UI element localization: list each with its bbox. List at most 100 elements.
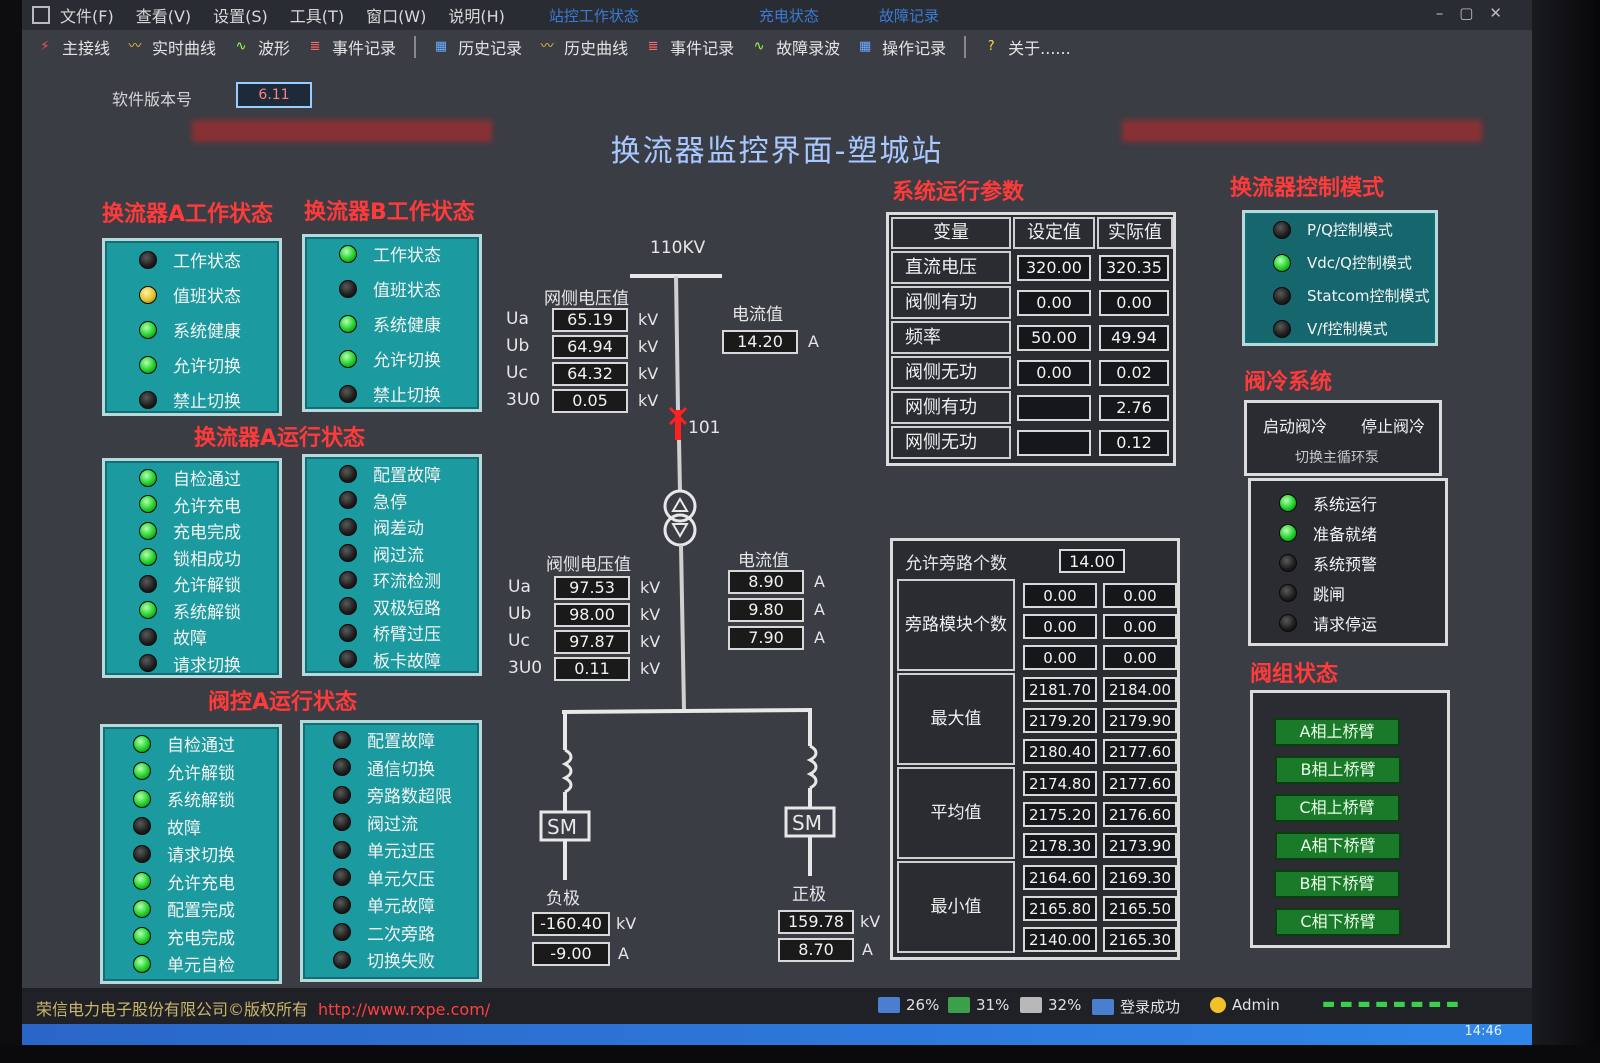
toolbar-operation-log[interactable]: ▦操作记录 <box>854 35 946 59</box>
status-label: 板卡故障 <box>373 651 441 672</box>
phase-label: Ua <box>508 577 531 597</box>
valve-cooling-title: 阀冷系统 <box>1244 370 1333 395</box>
measurement-value: 65.19 <box>552 308 628 332</box>
bypass-value: 2178.30 <box>1023 833 1097 858</box>
title-tab-fault[interactable]: 故障记录 <box>878 6 939 25</box>
measurement-value: 64.32 <box>552 362 628 386</box>
valve-arm-button[interactable]: C相上桥臂 <box>1274 794 1400 822</box>
measurement-unit: kV <box>638 364 659 383</box>
start-cooling-button[interactable]: 启动阀冷 <box>1263 417 1328 436</box>
valve-arm-button[interactable]: A相下桥臂 <box>1275 832 1401 860</box>
minimize-icon[interactable]: – <box>1435 4 1444 22</box>
toolbar-label: 故障录波 <box>776 39 841 58</box>
toolbar-fault-recording[interactable]: ∿故障录波 <box>748 35 840 59</box>
status-led-icon <box>133 844 151 863</box>
measurement-unit: kV <box>640 605 661 624</box>
status-row: 充电完成 <box>103 924 279 949</box>
window-controls: – ▢ ✕ <box>1436 4 1502 22</box>
switch-pump-button[interactable]: 切换主循环泵 <box>1295 450 1379 466</box>
status-led-icon <box>339 570 357 589</box>
toolbar-separator <box>414 36 417 58</box>
bypass-value: 2173.90 <box>1103 833 1177 858</box>
stop-cooling-button[interactable]: 停止阀冷 <box>1361 417 1426 436</box>
bypass-value: 2177.60 <box>1103 771 1177 796</box>
menu-tools[interactable]: 工具(T) <box>289 7 345 26</box>
grid-voltage-title: 网侧电压值 <box>544 289 629 309</box>
valve-arm-button[interactable]: B相下桥臂 <box>1274 870 1400 898</box>
valve-a-run-left-panel: 自检通过允许解锁系统解锁故障请求切换允许充电配置完成充电完成单元自检 <box>100 724 282 984</box>
sys-params-name: 频率 <box>891 321 1011 354</box>
company-url[interactable]: http://www.rxpe.com/ <box>318 1000 491 1019</box>
bypass-value: 2177.60 <box>1103 739 1177 764</box>
pos-reactor <box>806 744 818 790</box>
sys-params-name: 阀侧有功 <box>891 286 1011 319</box>
toolbar-history-curve[interactable]: 〰历史曲线 <box>536 35 629 59</box>
toolbar-event-record[interactable]: ≣事件记录 <box>642 35 734 59</box>
waveform-icon: ∿ <box>235 39 247 54</box>
status-led-icon <box>139 355 157 374</box>
allow-bypass-value: 14.00 <box>1059 549 1125 573</box>
toolbar-about[interactable]: ?关于...... <box>980 35 1071 59</box>
toolbar-main-wiring[interactable]: ⚡主接线 <box>34 35 110 59</box>
menu-window[interactable]: 窗口(W) <box>366 7 427 26</box>
login-value: 登录成功 <box>1120 998 1181 1016</box>
valve-arm-button[interactable]: B相上桥臂 <box>1275 756 1401 784</box>
toolbar-history-log[interactable]: ▦历史记录 <box>430 35 522 59</box>
menu-settings[interactable]: 设置(S) <box>213 7 268 26</box>
status-label: 切换失败 <box>367 952 435 972</box>
status-label: 双极短路 <box>373 598 441 619</box>
user-icon <box>1210 997 1226 1013</box>
measurement-value: 97.53 <box>554 576 630 600</box>
mode-label: Statcom控制模式 <box>1307 287 1430 305</box>
bypass-value: 0.00 <box>1023 645 1097 670</box>
status-led-icon <box>133 817 151 835</box>
title-tab-charging[interactable]: 充电状态 <box>758 6 819 25</box>
close-icon[interactable]: ✕ <box>1489 4 1502 22</box>
status-row: 允许切换 <box>105 352 279 377</box>
menu-view[interactable]: 查看(V) <box>135 7 192 26</box>
toolbar-waveform[interactable]: ∿波形 <box>230 35 290 59</box>
toolbar-realtime-curve[interactable]: 〰实时曲线 <box>124 35 217 59</box>
status-label: 旁路数超限 <box>367 787 452 807</box>
status-label: 允许充电 <box>167 873 235 894</box>
status-label: 故障 <box>167 818 201 839</box>
menu-help[interactable]: 说明(H) <box>448 7 505 26</box>
title-tab-station-status[interactable]: 站控工作状态 <box>548 6 639 25</box>
measurement-unit: A <box>814 628 825 647</box>
status-row: 二次旁路 <box>303 920 479 945</box>
status-label: 工作状态 <box>373 246 441 266</box>
status-label: 二次旁路 <box>367 924 435 945</box>
status-led-icon <box>339 517 357 536</box>
toolbar-event-log[interactable]: ≣事件记录 <box>304 35 396 59</box>
sys-params-name: 阀侧无功 <box>891 356 1011 389</box>
sys-params-header: 变量 <box>891 217 1011 249</box>
current-user[interactable]: Admin <box>1210 996 1280 1014</box>
phase-label: Ub <box>508 604 532 624</box>
status-label: 自检通过 <box>173 470 241 490</box>
maximize-icon[interactable]: ▢ <box>1459 4 1474 22</box>
phase-label: Ub <box>506 336 530 356</box>
app-icon <box>32 6 50 24</box>
menu-file[interactable]: 文件(F) <box>60 7 114 26</box>
status-led-icon <box>339 544 357 562</box>
cooling-status-label: 跳闸 <box>1313 585 1346 604</box>
valve-arm-button[interactable]: A相上桥臂 <box>1274 718 1400 746</box>
status-led-icon <box>139 601 157 619</box>
bypass-group-label: 平均值 <box>897 767 1015 859</box>
sys-params-actual-value: 320.35 <box>1099 255 1169 281</box>
grid-current-title: 电流值 <box>732 305 783 325</box>
taskbar-clock: 14:46 <box>1464 1024 1502 1039</box>
control-mode-option[interactable]: V/f控制模式 <box>1245 318 1435 339</box>
status-row: 请求切换 <box>103 841 279 866</box>
status-led-icon <box>139 285 157 304</box>
control-mode-option[interactable]: Vdc/Q控制模式 <box>1245 252 1435 273</box>
valve-arm-button[interactable]: C相下桥臂 <box>1275 908 1401 936</box>
transformer-winding-secondary <box>663 513 697 547</box>
cpu-icon <box>878 997 900 1013</box>
blurred-banner-left <box>192 120 492 142</box>
menu-bar: 文件(F) 查看(V) 设置(S) 工具(T) 窗口(W) 说明(H) 站控工作… <box>22 0 1532 30</box>
operation-log-icon: ▦ <box>858 39 872 54</box>
control-mode-option[interactable]: P/Q控制模式 <box>1245 219 1435 240</box>
control-mode-option[interactable]: Statcom控制模式 <box>1245 285 1435 306</box>
